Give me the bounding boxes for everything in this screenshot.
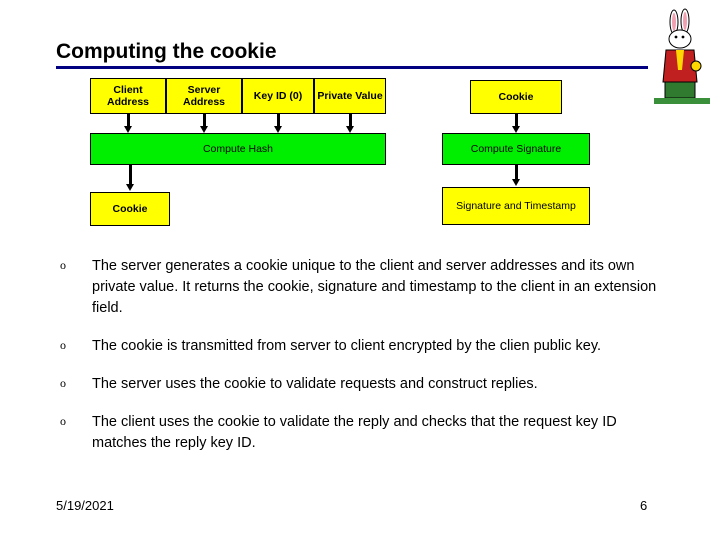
bullet-marker: o [60,376,66,391]
box-key-id: Key ID (0) [242,78,314,114]
box-server-address: Server Address [166,78,242,114]
footer-date: 5/19/2021 [56,498,114,513]
footer-page-number: 6 [640,498,648,513]
list-item: o The server generates a cookie unique t… [56,256,660,319]
bullet-marker: o [60,338,66,353]
box-signature-timestamp: Signature and Timestamp [442,187,590,225]
box-cookie-output: Cookie [90,192,170,226]
bullet-list: o The server generates a cookie unique t… [56,256,660,471]
list-item: o The cookie is transmitted from server … [56,336,660,357]
box-compute-hash: Compute Hash [90,133,386,165]
box-private-value: Private Value [314,78,386,114]
bullet-text: The server generates a cookie unique to … [92,258,657,317]
bullet-text: The client uses the cookie to validate t… [92,414,617,452]
white-rabbit-image [652,8,712,104]
box-compute-signature: Compute Signature [442,133,590,165]
bullet-marker: o [60,414,66,429]
bullet-text: The server uses the cookie to validate r… [92,376,538,393]
bullet-text: The cookie is transmitted from server to… [92,338,602,355]
page-title: Computing the cookie [56,40,277,63]
bullet-marker: o [60,258,66,272]
box-client-address: Client Address [90,78,166,114]
list-item: o The client uses the cookie to validate… [56,412,660,454]
list-item: o The server uses the cookie to validate… [56,374,660,395]
title-underline [56,66,648,69]
box-cookie-input: Cookie [470,80,562,114]
